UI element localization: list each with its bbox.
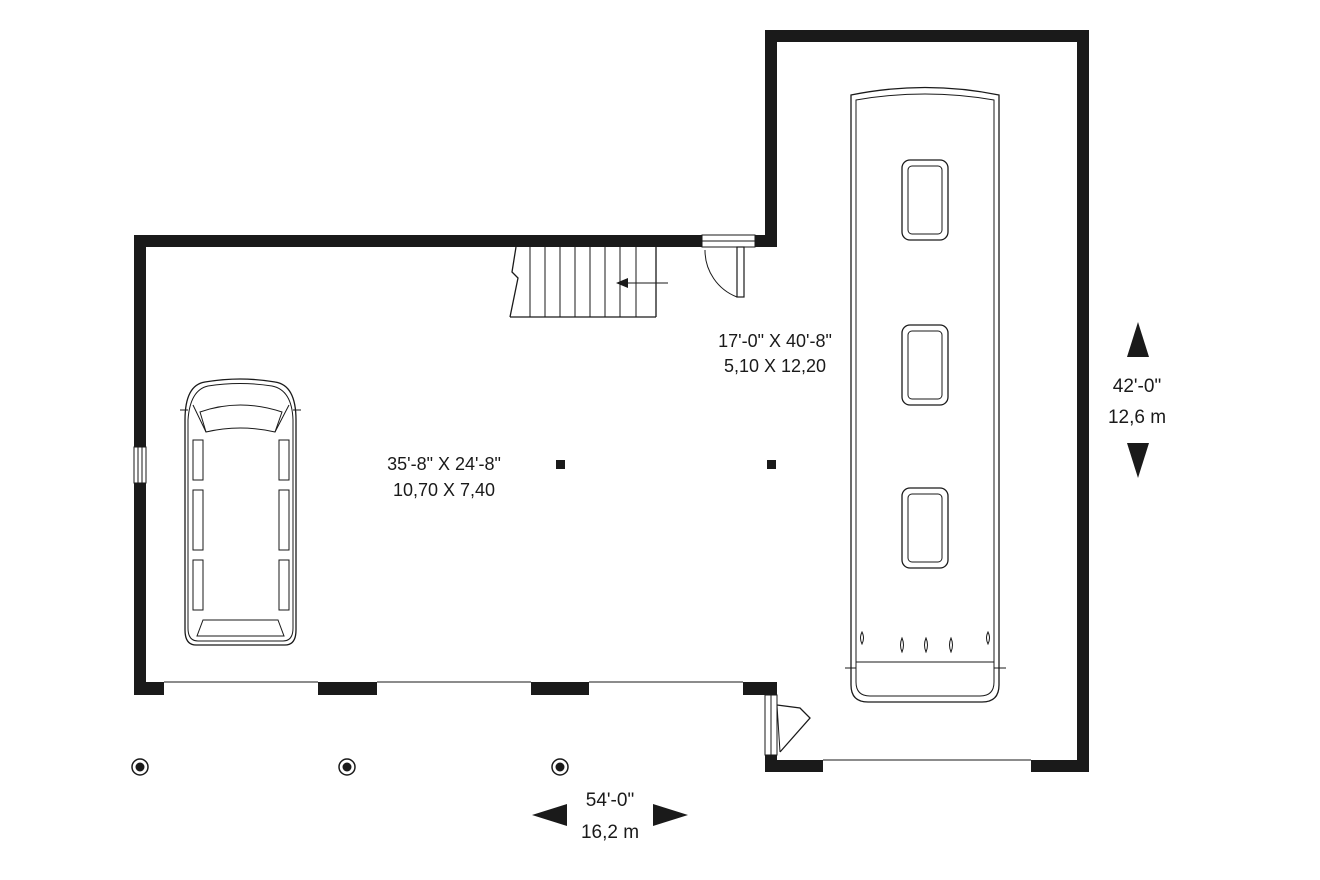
arrow-right-icon [653,804,688,826]
garage-door-lines [164,681,1031,761]
arrow-left-icon [532,804,567,826]
width-dimension: 54'-0" 16,2 m [532,790,688,843]
window-left [133,446,147,484]
wall-bottom-seg-2 [318,682,377,695]
wall-bottom-seg-1 [134,682,164,695]
rv-bay-dims-metric: 5,10 X 12,20 [724,356,826,376]
wall-rv-left [765,30,777,247]
wall-rv-top [765,30,1089,42]
post [767,460,776,469]
main-garage-dims-metric: 10,70 X 7,40 [393,480,495,500]
depth-metric: 12,6 m [1108,407,1166,428]
width-metric: 16,2 m [581,822,639,843]
depth-dimension: 42'-0" 12,6 m [1108,322,1166,478]
rv-bus-icon [845,86,1006,703]
interior-posts [556,460,776,469]
main-garage-dims-imperial: 35'-8" X 24'-8" [387,454,501,474]
interior-door-top [701,234,756,298]
wall-rv-bottom-left [765,760,823,772]
wall-bottom-seg-3 [531,682,589,695]
wall-right [1077,30,1089,772]
wall-rv-bottom-right [1031,760,1089,772]
post [556,460,565,469]
arrow-down-icon [1127,443,1149,478]
wall-top-main [134,235,702,247]
depth-imperial: 42'-0" [1113,376,1161,397]
car-icon [180,378,301,646]
exterior-walls [134,30,1089,772]
stairs [509,246,668,318]
exterior-columns [131,758,569,776]
side-entry-door [764,694,811,756]
rv-bay-dims-imperial: 17'-0" X 40'-8" [718,331,832,351]
arrow-up-icon [1127,322,1149,357]
width-imperial: 54'-0" [586,790,634,811]
